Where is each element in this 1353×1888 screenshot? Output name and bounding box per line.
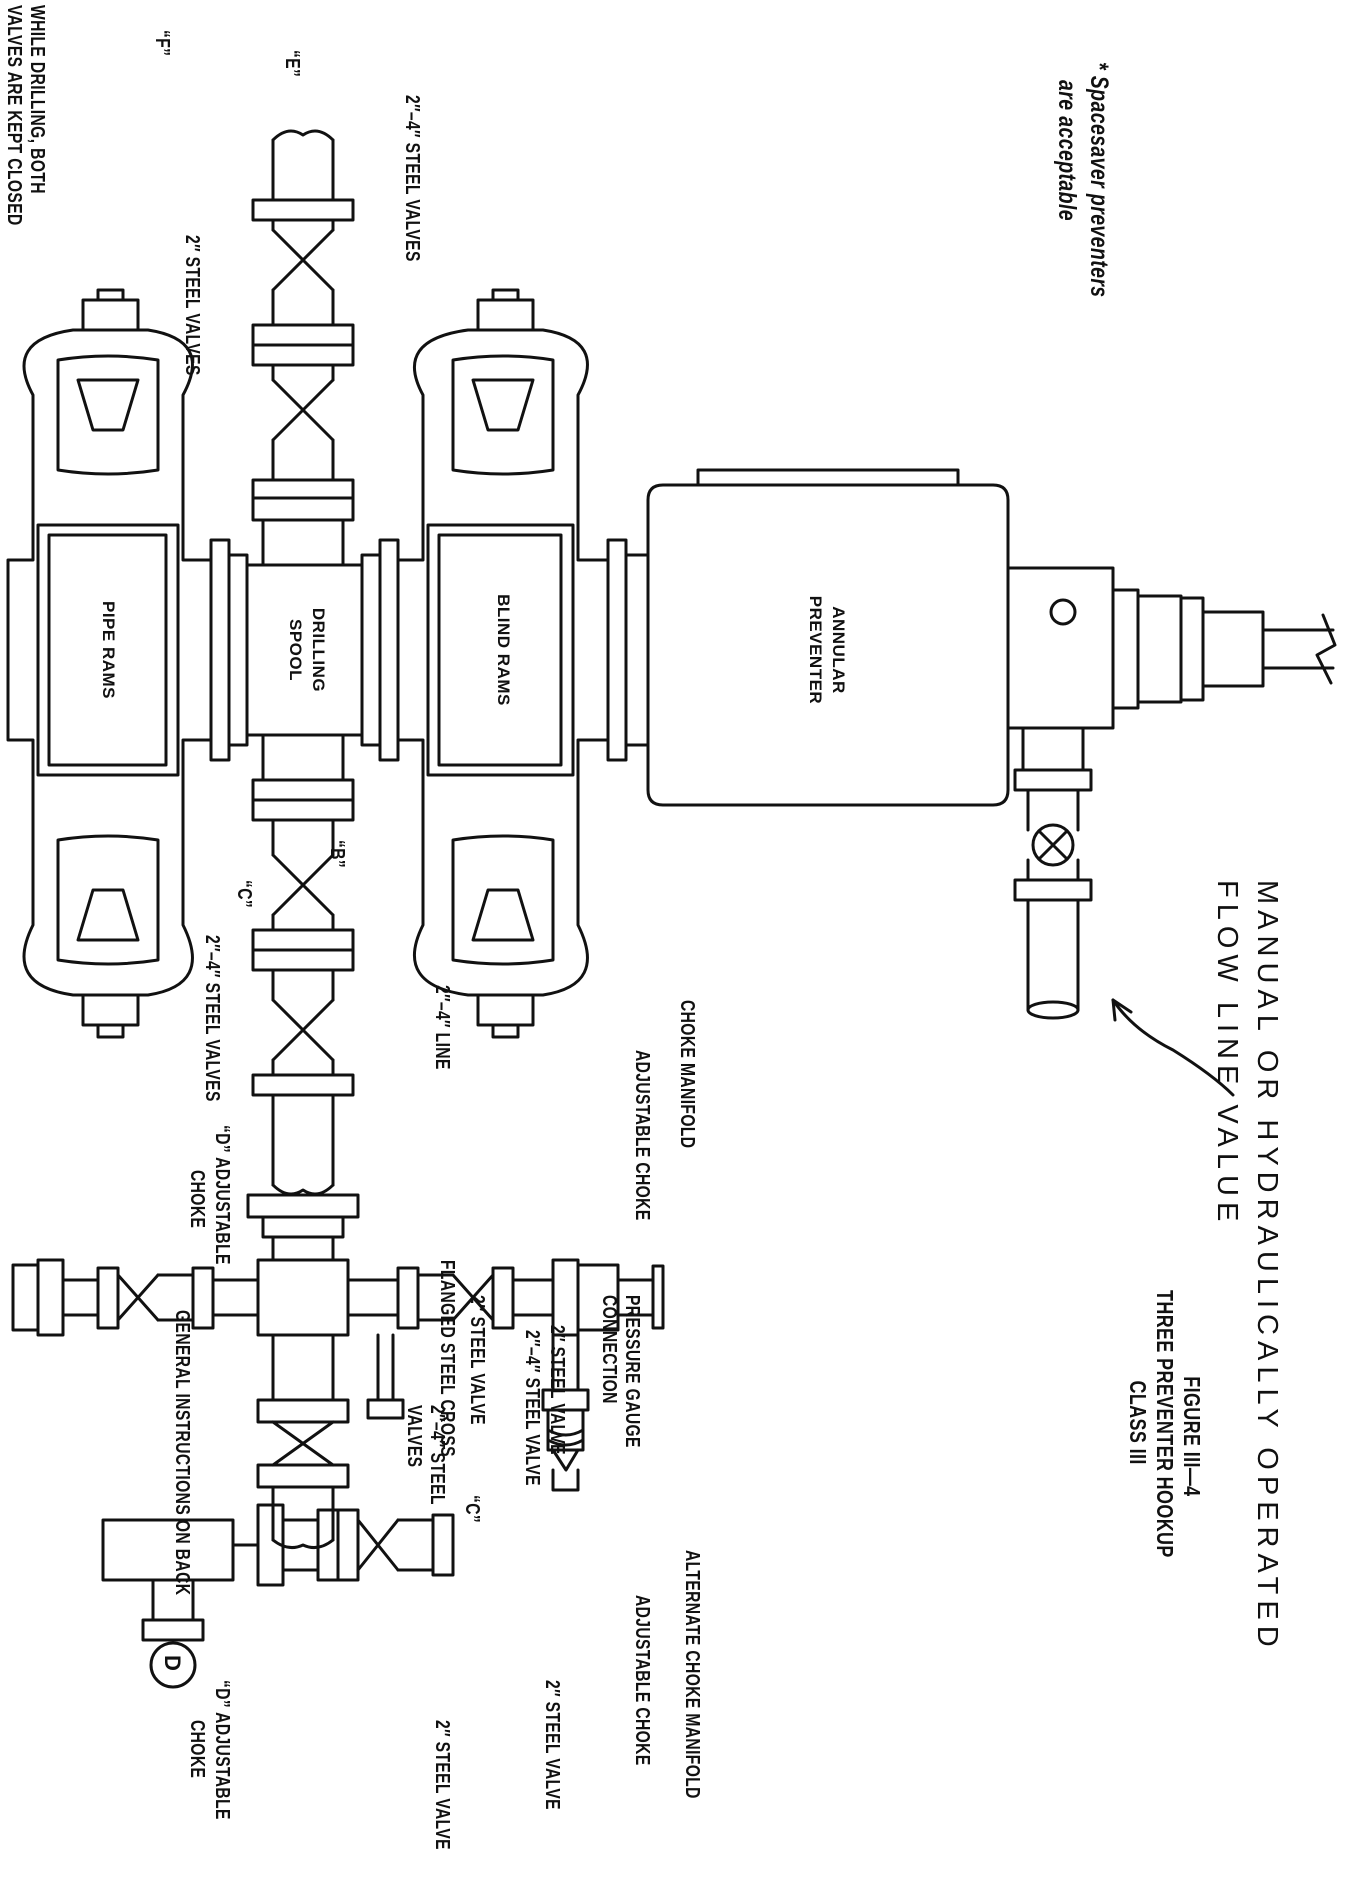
annular-preventer-label-1: ANNULAR	[829, 606, 848, 694]
adjustable-choke-label: ADJUSTABLE CHOKE	[631, 1050, 653, 1221]
figure-class: CLASS III	[1125, 1380, 1151, 1465]
spacesaver-note-2: are acceptable	[1053, 80, 1081, 221]
flow-line-tee	[1006, 566, 1235, 1097]
figure-number: FIGURE III—4	[1179, 1376, 1205, 1497]
figure-title: THREE PREVENTER HOOKUP	[1152, 1290, 1178, 1558]
steel-valve-2-4-label: 2″–4″ STEEL VALVE	[521, 1330, 543, 1486]
d-adjustable-choke-label-1: “D” ADJUSTABLE	[211, 1125, 233, 1265]
alt-adjustable-choke-label: ADJUSTABLE CHOKE	[631, 1595, 653, 1766]
steel-valve-2-label: 2″ STEEL VALVE	[546, 1325, 568, 1455]
alternate-choke-manifold-title: ALTERNATE CHOKE MANIFOLD	[681, 1550, 703, 1799]
flow-line-label-1: MANUAL OR HYDRAULICALLY OPERATED	[1251, 880, 1283, 1653]
alt-steel-valve-upper-label: 2″ STEEL VALVE	[541, 1680, 563, 1810]
marker-b: “B”	[326, 840, 348, 869]
while-drilling-note-1: WHILE DRILLING, BOTH	[26, 5, 48, 194]
annular-preventer	[646, 468, 1010, 807]
alternate-choke-manifold	[101, 1503, 455, 1689]
alt-d-adjustable-label-2: CHOKE	[186, 1720, 208, 1779]
steel-valve-2-lower-label: 2″ STEEL VALVE	[466, 1295, 488, 1425]
top-pipe	[1111, 588, 1337, 710]
marker-e: “E”	[281, 50, 303, 78]
blind-rams	[396, 288, 610, 1039]
choke-manifold-title: CHOKE MANIFOLD	[676, 1000, 698, 1149]
marker-f: “F”	[151, 30, 173, 57]
valves-f-label: 2″ STEEL VALVES	[181, 235, 203, 376]
spacesaver-note-1: * Spacesaver preventers	[1085, 62, 1113, 298]
marker-c: “C”	[233, 880, 255, 909]
line-size-label: 2″–4″ LINE	[431, 985, 453, 1070]
alt-steel-valve-lower-label: 2″ STEEL VALVE	[431, 1720, 453, 1850]
alt-valves-label-2: VALVES	[403, 1405, 425, 1468]
choke-manifold	[11, 1183, 665, 1550]
valves-e-label: 2″–4″ STEEL VALVES	[401, 95, 423, 262]
drilling-spool-label-1: DRILLING	[309, 607, 328, 693]
pipe-rams-label: PIPE RAMS	[99, 600, 118, 700]
pressure-gauge-label-2: CONNECTION	[598, 1295, 620, 1404]
drilling-spool	[245, 129, 364, 1196]
pipe-rams	[6, 288, 213, 1039]
valves-bc-label: 2″–4″ STEEL VALVES	[201, 935, 223, 1102]
annular-preventer-label-2: PREVENTER	[806, 595, 825, 705]
d-adjustable-choke-label-2: CHOKE	[186, 1170, 208, 1229]
alt-marker-c: “C”	[461, 1495, 483, 1524]
blind-rams-label: BLIND RAMS	[494, 594, 513, 706]
while-drilling-note-2: VALVES ARE KEPT CLOSED	[3, 5, 25, 226]
drilling-spool-label-2: SPOOL	[286, 618, 305, 681]
general-instructions-label: GENERAL INSTRUCTIONS ON BACK	[171, 1310, 193, 1596]
alt-d-adjustable-label-1: “D” ADJUSTABLE	[211, 1680, 233, 1820]
flow-line-label-2: FLOW LINE VALUE	[1211, 880, 1243, 1228]
alt-valves-label-1: 2″–4″ STEEL	[426, 1405, 448, 1505]
pressure-gauge-label-1: PRESSURE GAUGE	[621, 1295, 643, 1448]
gauge-symbol: D	[160, 1655, 185, 1672]
